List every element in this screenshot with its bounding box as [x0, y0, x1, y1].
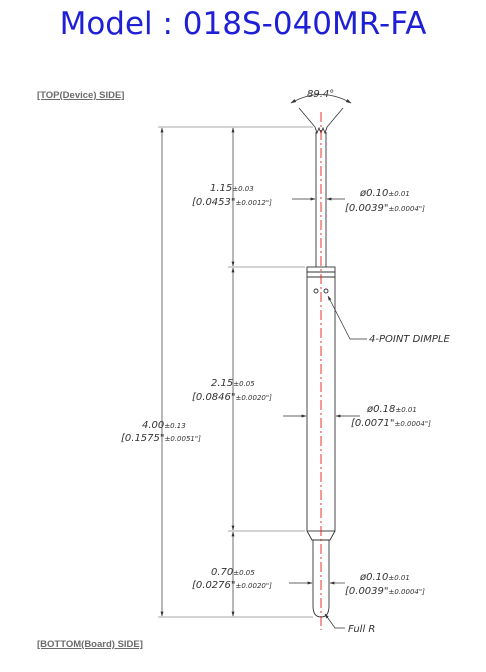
top-length-mm: 1.15±0.03	[210, 183, 254, 194]
bottom-length-inch: [0.0276"±0.0020"]	[192, 580, 272, 591]
barrel-diameter-inch: [0.0071"±0.0004"]	[351, 418, 431, 429]
barrel-length-mm: 2.15±0.05	[211, 378, 255, 389]
top-diameter-mm: ø0.10±0.01	[359, 188, 410, 199]
bottom-side-label: [BOTTOM(Board) SIDE]	[37, 639, 143, 650]
bottom-diameter-mm: ø0.10±0.01	[359, 572, 410, 583]
top-side-label: [TOP(Device) SIDE]	[37, 90, 125, 101]
barrel-length-inch: [0.0846"±0.0020"]	[192, 392, 272, 403]
full-radius-callout: Full R	[348, 624, 375, 635]
dimple-callout: 4-POINT DIMPLE	[369, 334, 450, 345]
top-length-inch: [0.0453"±0.0012"]	[192, 197, 272, 208]
angle-label: 89.4°	[307, 89, 334, 100]
extension-lines	[158, 126, 313, 618]
tip-angle-dimension	[290, 94, 352, 128]
bottom-diameter-inch: [0.0039"±0.0004"]	[345, 586, 425, 597]
diameter-leaders	[283, 197, 367, 629]
vertical-dimension-lines	[160, 127, 235, 617]
top-diameter-inch: [0.0039"±0.0004"]	[345, 203, 425, 214]
dimple-marks	[313, 288, 329, 294]
bottom-length-mm: 0.70±0.05	[211, 567, 255, 578]
model-title: Model : 018S-040MR-FA	[59, 6, 427, 42]
overall-length-mm: 4.00±0.13	[142, 420, 186, 431]
barrel-diameter-mm: ø0.18±0.01	[366, 404, 417, 415]
overall-length-inch: [0.1575"±0.0051"]	[121, 433, 201, 444]
